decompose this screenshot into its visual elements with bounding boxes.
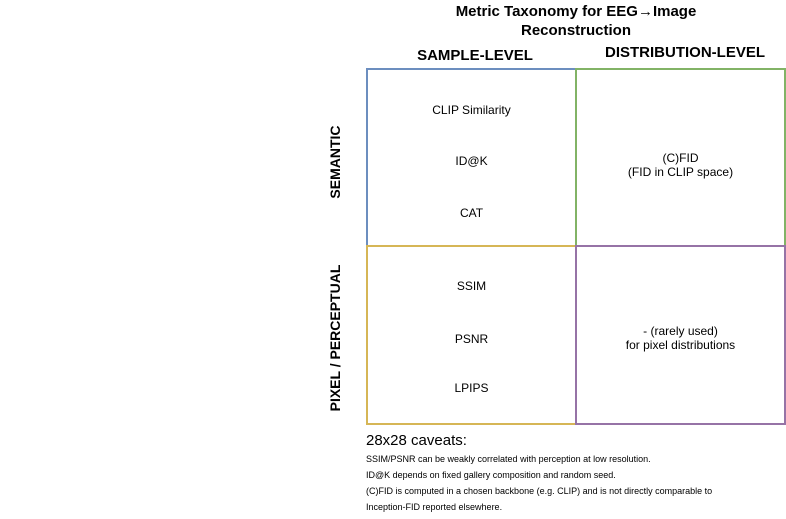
column-header-sample-level: SAMPLE-LEVEL <box>417 47 533 64</box>
metric-clip-similarity: CLIP Similarity <box>432 103 511 117</box>
diagram-title-line-1: Metric Taxonomy for EEG→Image <box>455 3 697 20</box>
row-header-pixel-perceptual: PIXEL / PERCEPTUAL <box>327 264 343 412</box>
cell-semantic-distribution-level: (C)FID (FID in CLIP space) <box>575 68 786 247</box>
metric-psnr: PSNR <box>454 332 489 346</box>
metric-lpips: LPIPS <box>454 381 489 395</box>
row-header-semantic: SEMANTIC <box>327 125 343 199</box>
cell-pixel-sample-level: SSIM PSNR LPIPS <box>366 245 577 425</box>
metric-id-at-k: ID@K <box>455 154 488 168</box>
caveat-line: Inception-FID reported elsewhere. <box>366 502 503 512</box>
caveat-line: ID@K depends on fixed gallery compositio… <box>366 470 616 480</box>
caveat-line: (C)FID is computed in a chosen backbone … <box>366 486 713 496</box>
metric-cfid-note: (FID in CLIP space) <box>627 165 734 179</box>
metric-ssim: SSIM <box>456 279 487 293</box>
pixel-distribution-note-line-1: - (rarely used) <box>643 324 718 338</box>
diagram-title: Metric Taxonomy for EEG→Image Reconstruc… <box>396 2 756 40</box>
cell-pixel-distribution-level: - (rarely used) for pixel distributions <box>575 245 786 425</box>
pixel-distribution-note: - (rarely used) for pixel distributions <box>577 324 784 352</box>
metric-cfid: (C)FID (FID in CLIP space) <box>577 151 784 179</box>
diagram-title-line-2: Reconstruction <box>520 22 631 39</box>
caveats-heading: 28x28 caveats: <box>366 432 467 449</box>
pixel-distribution-note-line-2: for pixel distributions <box>625 338 736 352</box>
caveat-line: SSIM/PSNR can be weakly correlated with … <box>366 454 651 464</box>
column-header-distribution-level: DISTRIBUTION-LEVEL <box>605 44 765 61</box>
cell-semantic-sample-level: CLIP Similarity ID@K CAT <box>366 68 577 247</box>
metric-cat: CAT <box>459 206 484 220</box>
metric-cfid-name: (C)FID <box>662 151 699 165</box>
